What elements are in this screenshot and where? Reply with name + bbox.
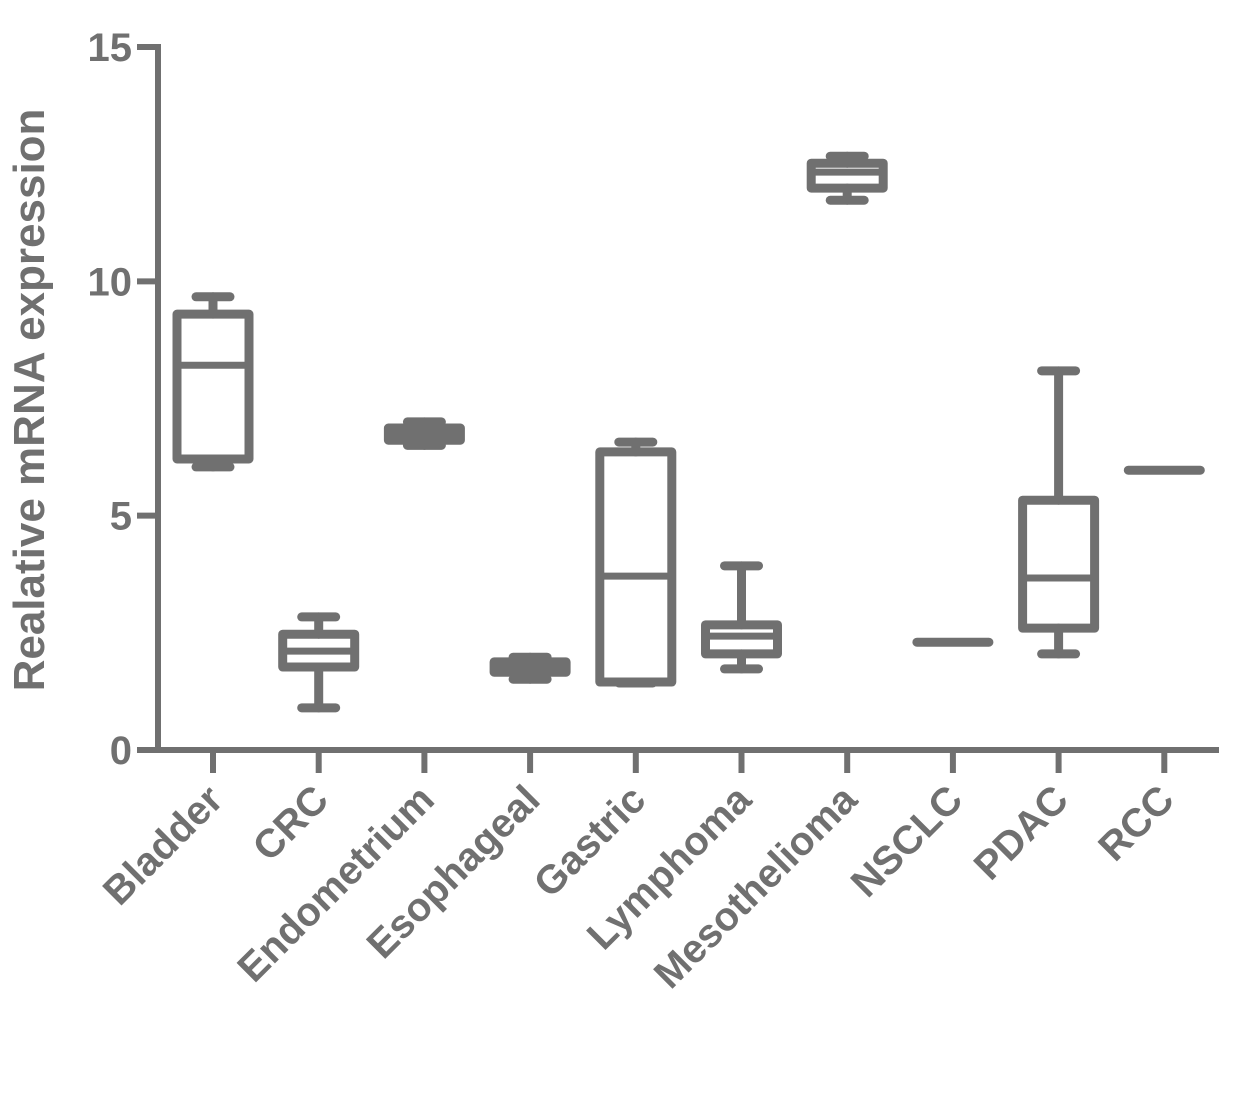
x-tick-label: NSCLC <box>843 777 972 906</box>
boxes <box>172 151 1205 713</box>
y-tick-label: 0 <box>110 729 132 773</box>
box-lymphoma <box>701 561 782 674</box>
y-tick-label: 10 <box>88 260 133 304</box>
y-axis-label: Realative mRNA expression <box>5 109 54 692</box>
box-pdac <box>1018 366 1100 659</box>
box-mesothelioma <box>806 151 888 205</box>
box-esophageal <box>489 652 571 684</box>
x-tick-label: Bladder <box>95 777 231 913</box>
box-iqr <box>806 158 888 193</box>
box-iqr <box>1018 495 1100 633</box>
box-bladder <box>172 292 254 472</box>
box-iqr <box>595 447 677 687</box>
x-tick-label: CRC <box>245 777 337 869</box>
y-tick-label: 5 <box>110 495 132 539</box>
box-gastric <box>595 437 677 688</box>
x-tick-label: PDAC <box>966 777 1077 888</box>
box-iqr <box>172 309 254 464</box>
box-crc <box>278 612 360 713</box>
y-tick-label: 15 <box>88 26 133 70</box>
axes: 0 5 10 15 <box>88 26 1219 773</box>
box-endometrium <box>383 417 465 450</box>
x-tick-label: RCC <box>1090 777 1182 869</box>
